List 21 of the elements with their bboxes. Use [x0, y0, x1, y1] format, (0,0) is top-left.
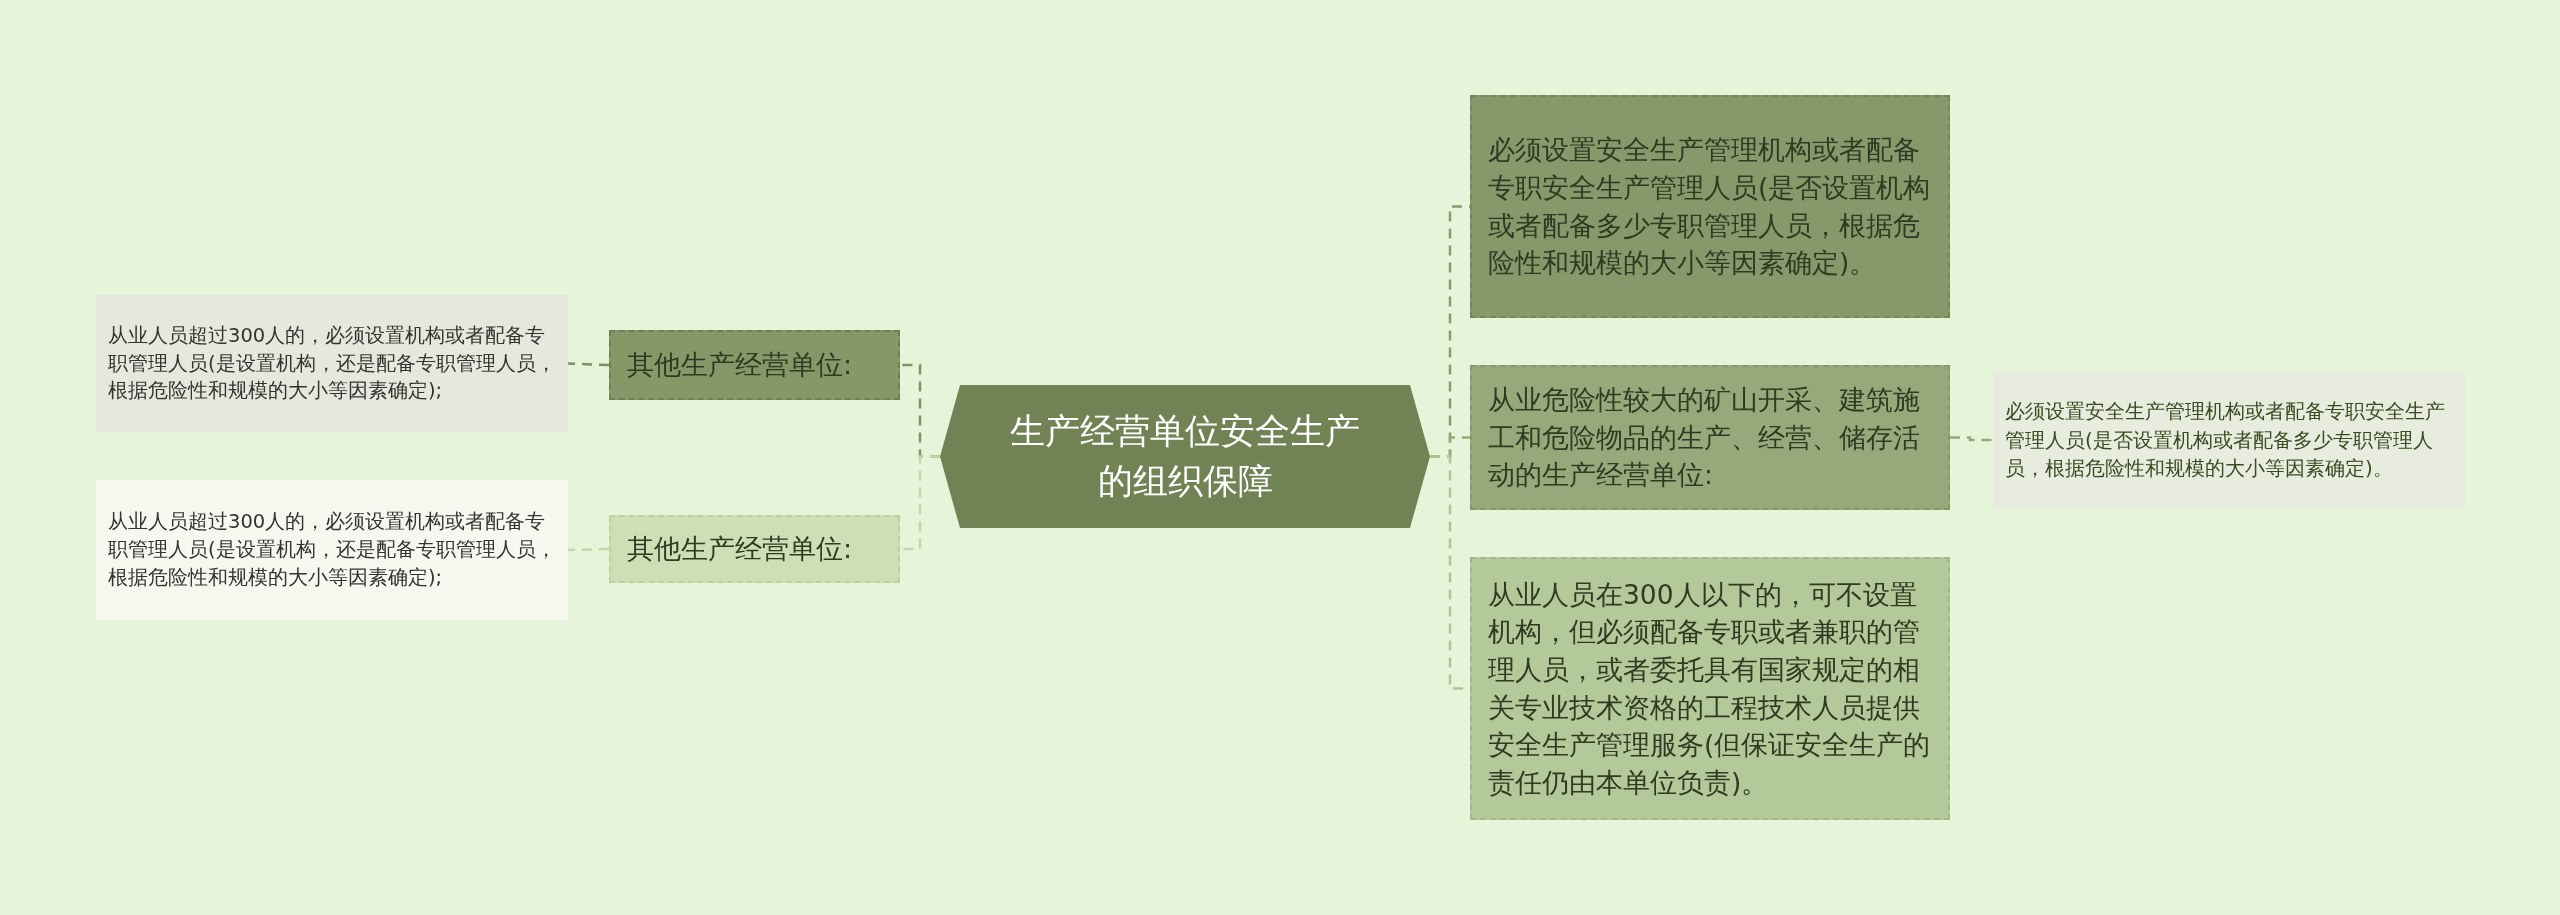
topic-box: [1470, 557, 1950, 820]
connector-line: [567, 362, 610, 367]
connector-line: [1950, 436, 1993, 442]
note-box: [1993, 370, 2465, 510]
note-box: [96, 480, 568, 620]
topic-text: 从业人员超过300人的，必须设置机构或者配备专职管理人员(是设置机构，还是配备专职管理人员，根据危险性和规模的大小等因素确定);: [108, 509, 556, 591]
topic-text: 其他生产经营单位:: [627, 531, 853, 566]
topic-title: 生产经营单位安全生产的组织保障: [1009, 409, 1361, 503]
topic-box: [609, 515, 900, 583]
topic-text: 必须设置安全生产管理机构或者配备专职安全生产管理人员(是否设置机构或者配备多少专职管理人员，根据危险性和规模的大小等因素确定)。: [2005, 398, 2446, 483]
topic-box: [1470, 95, 1950, 318]
topic-text: 必须设置安全生产管理机构或者配备专职安全生产管理人员(是否设置机构或者配备多少专职管理人员，根据危险性和规模的大小等因素确定)。: [1488, 133, 1932, 281]
topic-text: 从业人员超过300人的，必须设置机构或者配备专职管理人员(是设置机构，还是配备专职管理人员，根据危险性和规模的大小等因素确定);: [108, 322, 556, 405]
topic-text: 从业人员在300人以下的，可不设置机构，但必须配备专职或者兼职的管理人员，或者委托具有国家规定的相关专业技术资格的工程技术人员提供安全生产管理服务(但保证安全生产的责任仍由本单位负责)。: [1488, 577, 1932, 800]
topic-box: [1470, 365, 1950, 510]
connector-line: [567, 547, 610, 552]
topic-text: 从业危险性较大的矿山开采、建筑施工和危险物品的生产、经营、储存活动的生产经营单位:: [1488, 383, 1921, 493]
central-topic: [940, 385, 1430, 528]
topic-text: 其他生产经营单位:: [627, 347, 853, 382]
topic-box: [609, 330, 900, 400]
note-box: [96, 295, 568, 432]
